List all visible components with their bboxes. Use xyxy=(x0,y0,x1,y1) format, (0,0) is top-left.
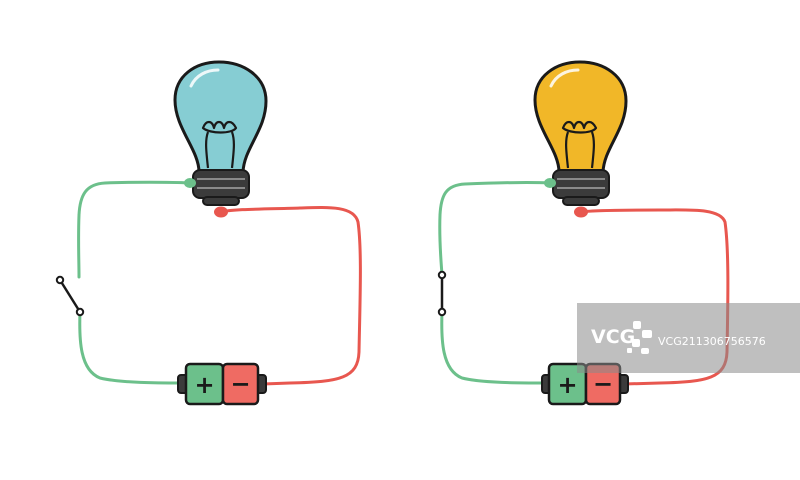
positive-wire-lower xyxy=(440,310,547,385)
watermark-logo-text: VCG xyxy=(591,326,635,348)
bulb-base-tip xyxy=(202,196,240,206)
switch-contact xyxy=(75,307,85,317)
bulb-highlight xyxy=(549,68,580,88)
switch-open xyxy=(55,275,85,317)
negative-wire xyxy=(580,208,730,386)
bulb-highlight xyxy=(189,68,220,88)
bulb-glass xyxy=(173,60,268,174)
switch-lever xyxy=(58,279,82,313)
watermark-band xyxy=(577,303,800,373)
battery-negative-label: − xyxy=(230,370,250,398)
bulb-terminal-positive xyxy=(184,178,196,188)
battery: + − xyxy=(541,362,629,406)
circuit-closed: + − xyxy=(437,60,730,406)
battery-negative-cell xyxy=(221,362,260,406)
positive-wire-lower xyxy=(78,310,184,385)
bulb-terminal-negative xyxy=(214,206,228,218)
bulb-filament xyxy=(561,120,598,169)
switch-pivot xyxy=(437,270,447,280)
switch-pivot xyxy=(55,275,65,285)
switch-closed xyxy=(437,270,447,317)
bulb-base xyxy=(192,169,250,199)
battery-positive-label: + xyxy=(194,371,214,399)
watermark-caption: VCG211306756576 xyxy=(658,335,766,348)
positive-wire-upper xyxy=(438,181,552,277)
watermark: VCG VCG211306756576 xyxy=(577,303,800,373)
bulb-terminal-positive xyxy=(544,178,556,188)
bulb-base xyxy=(552,169,610,199)
watermark-logo-icon xyxy=(627,321,652,354)
battery-positive-label: + xyxy=(557,371,577,399)
bulb-filament xyxy=(201,120,238,169)
positive-wire-upper xyxy=(77,180,192,279)
bulb-off xyxy=(173,60,268,218)
battery-negative-label: − xyxy=(593,370,613,398)
bulb-base-tip xyxy=(562,196,600,206)
bulb-glass xyxy=(533,60,628,174)
battery: + − xyxy=(177,362,267,406)
bulb-on xyxy=(533,60,628,218)
bulb-terminal-negative xyxy=(574,206,588,218)
switch-contact xyxy=(437,307,447,317)
negative-wire xyxy=(220,206,362,386)
circuit-open: + − xyxy=(55,60,362,406)
